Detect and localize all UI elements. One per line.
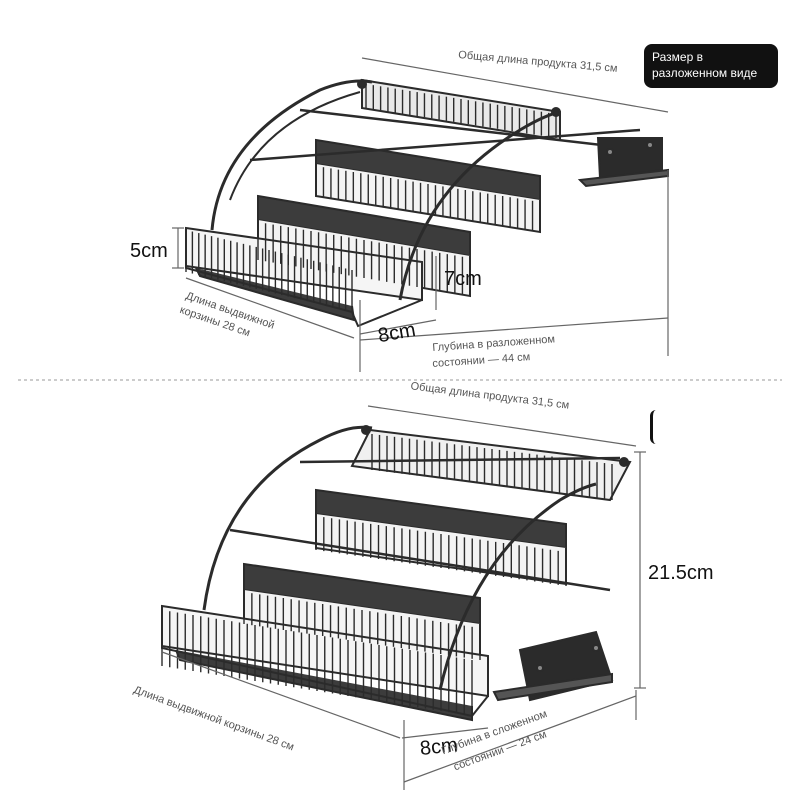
- dimension-lines-bottom: [161, 405, 646, 790]
- basket-height-label: 5cm: [130, 240, 168, 262]
- cropped-badge-edge: [650, 410, 661, 444]
- step-height-label: 7cm: [444, 268, 482, 290]
- rack-wires-expanded: [185, 84, 557, 312]
- expanded-size-badge: Размер в разложенном виде: [644, 44, 778, 88]
- rack-expanded: [185, 78, 669, 328]
- badge-text: Размер в разложенном виде: [652, 50, 758, 80]
- rack-wires-folded: [161, 434, 613, 716]
- folded-height-label: 21.5cm: [648, 562, 714, 584]
- dimension-lines-top: [172, 57, 669, 372]
